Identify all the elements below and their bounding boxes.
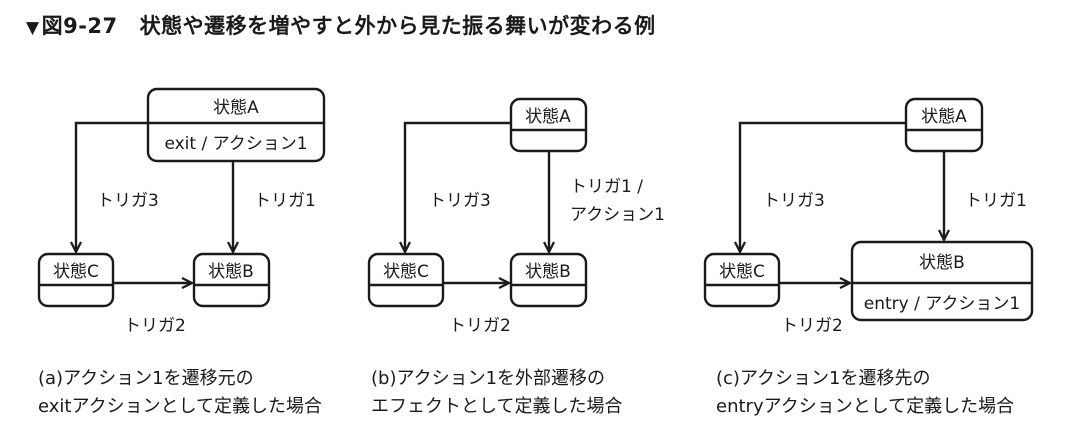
panel-a-state-a-label: 状態A [213, 98, 259, 118]
figure-number: 図9-27 [41, 14, 118, 38]
panel-a-trigger3-label: トリガ3 [97, 191, 159, 211]
panel-a-trigger2-label: トリガ2 [124, 316, 186, 336]
panel-c-trigger3-label: トリガ3 [763, 191, 825, 211]
caption-b-line2: エフェクトとして定義した場合 [371, 396, 623, 417]
panel-b-trigger2-label: トリガ2 [449, 316, 511, 336]
caption-c-line2: entryアクションとして定義した場合 [716, 396, 1015, 417]
panel-c-trigger2-label: トリガ2 [781, 316, 843, 336]
triangle-marker-icon: ▼ [26, 18, 40, 38]
panel-a-state-c-label: 状態C [53, 262, 99, 282]
caption-a: (a)アクション1を遷移元の exitアクションとして定義した場合 [38, 365, 322, 421]
panel-b-trigger1-label-line1: トリガ1 / [570, 177, 643, 197]
panel-a-state-a-box [146, 87, 326, 163]
panel-b-state-b-box [509, 252, 588, 308]
caption-b-line1: (b)アクション1を外部遷移の [371, 368, 606, 389]
panel-b-trigger1-label-line2: アクション1 [570, 205, 665, 225]
panel-a-state-a-action: exit / アクション1 [164, 134, 307, 154]
panel-a-state-b-box [192, 252, 271, 308]
panel-b-state-b-label: 状態B [525, 262, 571, 282]
caption-a-line2: exitアクションとして定義した場合 [38, 396, 323, 417]
panel-b [367, 97, 588, 308]
panel-c-state-c-label: 状態C [719, 262, 765, 282]
caption-b: (b)アクション1を外部遷移の エフェクトとして定義した場合 [371, 365, 622, 421]
panel-b-state-c-label: 状態C [383, 262, 429, 282]
panel-b-state-a-label: 状態A [525, 107, 571, 127]
panel-c-state-c-box [703, 252, 781, 308]
panel-b-trigger3-arrow [405, 121, 511, 252]
caption-a-line1: (a)アクション1を遷移元の [38, 368, 254, 389]
panel-c-trigger1-label: トリガ1 [965, 191, 1027, 211]
panel-b-trigger3-label: トリガ3 [429, 191, 491, 211]
caption-c-line1: (c)アクション1を遷移先の [716, 368, 931, 389]
panel-a-trigger3-arrow [76, 121, 148, 252]
caption-c: (c)アクション1を遷移先の entryアクションとして定義した場合 [716, 365, 1014, 421]
figure-title: ▼図9-27 状態や遷移を増やすと外から見た振る舞いが変わる例 [26, 10, 656, 40]
panel-c-state-a-label: 状態A [921, 107, 967, 127]
panel-c [703, 97, 1034, 322]
panel-a-state-c-box [37, 252, 115, 308]
panel-c-state-b-action: entry / アクション1 [864, 294, 1020, 314]
panel-c-trigger3-arrow [740, 121, 906, 252]
panel-b-state-c-box [367, 252, 445, 308]
panel-a-trigger1-label: トリガ1 [254, 191, 316, 211]
figure-title-text: 状態や遷移を増やすと外から見た振る舞いが変わる例 [139, 14, 656, 38]
panel-a-state-b-label: 状態B [208, 262, 254, 282]
panel-c-state-b-label: 状態B [919, 253, 965, 273]
panel-a [37, 87, 326, 308]
panel-c-state-b-box [850, 240, 1034, 322]
